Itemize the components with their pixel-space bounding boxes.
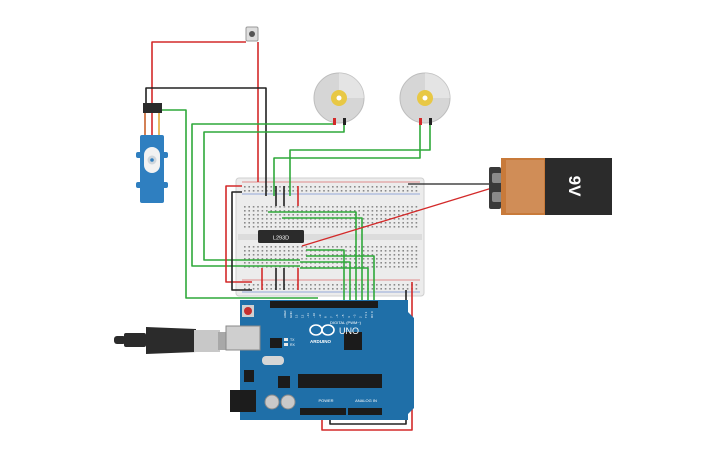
wires (145, 41, 493, 431)
wire-motor1-b[interactable] (203, 118, 345, 261)
wire-ic-pin5[interactable] (306, 255, 375, 300)
wire-ic-pin6[interactable] (306, 249, 345, 300)
pushbutton[interactable] (245, 26, 259, 42)
battery-label: 9V (565, 176, 584, 197)
pin-label: ~3 (353, 314, 357, 318)
pin-label: 8 (324, 316, 328, 318)
led-rx-label: RX (290, 343, 296, 347)
pin-label: GND (289, 311, 293, 319)
wire-ic-pin2[interactable] (282, 217, 363, 300)
wire-ic-pin1[interactable] (268, 211, 357, 300)
usb-cable[interactable] (114, 327, 238, 354)
wire-left-black[interactable] (231, 191, 252, 291)
wire-ic-pin4[interactable] (300, 267, 369, 300)
pin-label: 4 (347, 316, 351, 318)
pin-label: ~10 (312, 313, 316, 318)
arduino-model: UNO (339, 326, 359, 336)
pin-label: 12 (300, 314, 304, 318)
digital-header-label: DIGITAL (PWM~) (330, 320, 362, 325)
arduino-logo (309, 324, 335, 336)
led-tx-label: TX (290, 338, 295, 342)
breadboard-holes (244, 186, 418, 290)
pin-label: 7 (329, 316, 333, 318)
analog-header-label: ANALOG IN (355, 398, 377, 403)
pin-label: 2 (358, 316, 362, 318)
dc-motor-1[interactable] (313, 72, 365, 125)
pin-label: 13 (295, 314, 299, 318)
wire-ic-pin3[interactable] (300, 261, 351, 300)
wire-servo-black[interactable] (145, 87, 267, 196)
pin-label: TX 1 (364, 311, 368, 318)
wire-button-red[interactable] (151, 41, 246, 103)
servo[interactable] (136, 103, 168, 203)
dc-motor-2[interactable] (399, 72, 451, 125)
pin-label: ~11 (306, 313, 310, 318)
arduino-brand: ARDUINO (310, 339, 331, 344)
wire-battery-red[interactable] (301, 187, 493, 247)
pin-label: ~6 (335, 314, 339, 318)
driver-ic-label: L293D (273, 236, 289, 242)
arduino-uno[interactable]: UNO ARDUINO DIGITAL (PWM~) POWER ANALOG … (225, 300, 414, 420)
wire-left-red[interactable] (225, 185, 252, 283)
wire-servo-signal[interactable] (162, 109, 318, 299)
driver-ic[interactable]: L293D (258, 230, 304, 243)
pin-label: AREF (283, 310, 287, 318)
wire-motor2-a[interactable] (273, 118, 421, 196)
power-header-label: POWER (318, 398, 333, 403)
wire-motor2-b[interactable] (289, 118, 431, 196)
pin-label: ~9 (318, 314, 322, 318)
battery-9v[interactable]: 9V (489, 158, 612, 215)
pin-label: ~5 (341, 314, 345, 318)
pin-label: RX 0 (370, 311, 374, 318)
